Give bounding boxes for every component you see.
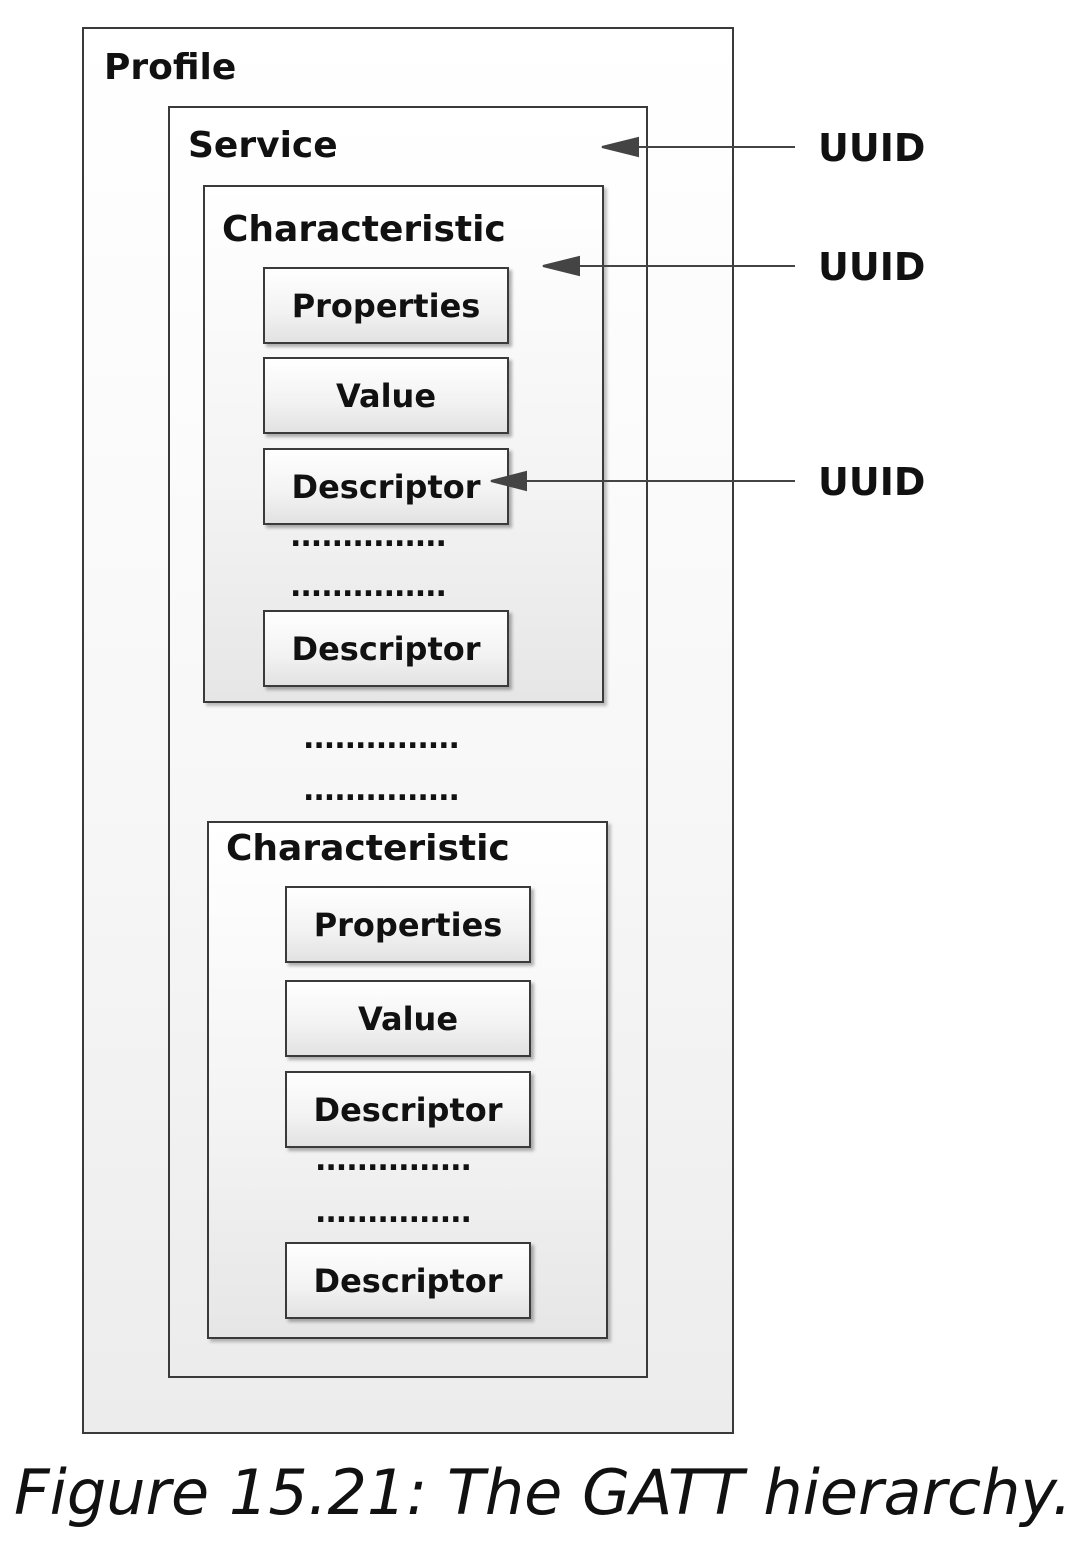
profile-label: Profile bbox=[104, 47, 237, 88]
properties-box-2: Properties bbox=[285, 886, 531, 963]
descriptor-box-1a: Descriptor bbox=[263, 448, 509, 525]
uuid-label-service: UUID bbox=[818, 126, 926, 170]
value-box-2: Value bbox=[285, 980, 531, 1057]
characteristic-label-1: Characteristic bbox=[222, 209, 506, 250]
descriptor-box-2a: Descriptor bbox=[285, 1071, 531, 1148]
ellipsis-1a: ............... bbox=[290, 519, 447, 554]
ellipsis-between-b: ............... bbox=[303, 773, 460, 808]
figure-caption: Figure 15.21: The GATT hierarchy. bbox=[14, 1456, 1072, 1529]
ellipsis-between-a: ............... bbox=[303, 721, 460, 756]
ellipsis-2b: ............... bbox=[315, 1195, 472, 1230]
ellipsis-1b: ............... bbox=[290, 569, 447, 604]
value-box-1: Value bbox=[263, 357, 509, 434]
characteristic-label-2: Characteristic bbox=[226, 828, 510, 869]
descriptor-box-2b: Descriptor bbox=[285, 1242, 531, 1319]
uuid-label-characteristic: UUID bbox=[818, 245, 926, 289]
properties-box-1: Properties bbox=[263, 267, 509, 344]
uuid-label-descriptor: UUID bbox=[818, 460, 926, 504]
descriptor-box-1b: Descriptor bbox=[263, 610, 509, 687]
ellipsis-2a: ............... bbox=[315, 1143, 472, 1178]
service-label: Service bbox=[188, 125, 338, 166]
